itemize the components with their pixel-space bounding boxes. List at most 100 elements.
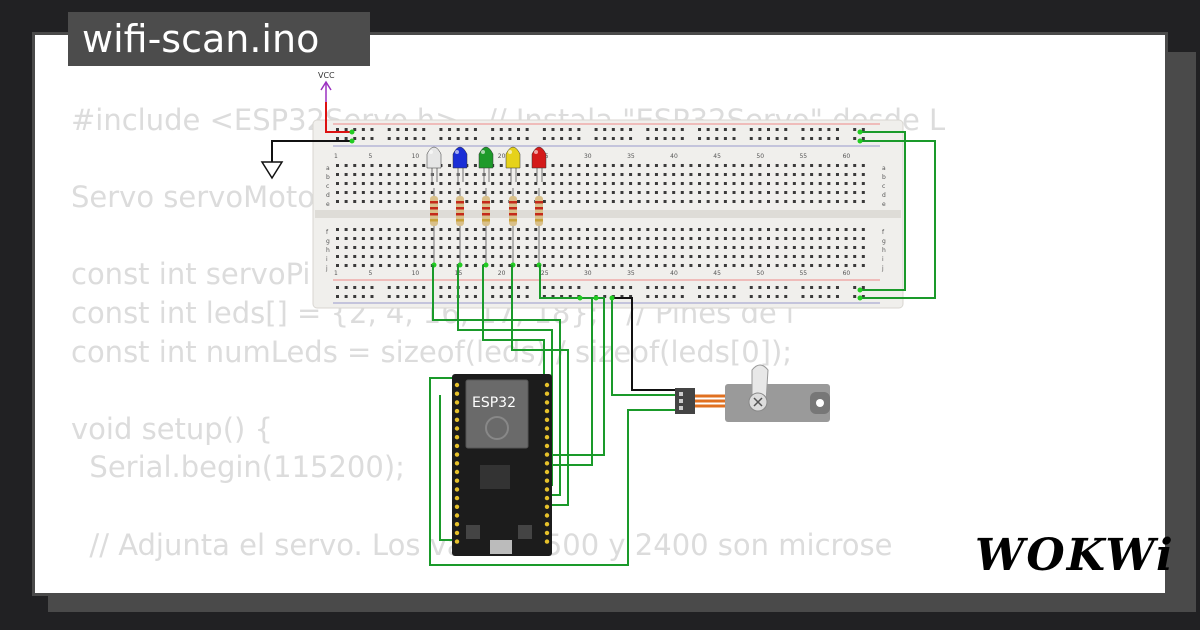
hole — [439, 173, 443, 176]
hole — [767, 286, 770, 289]
hole — [732, 295, 736, 298]
hole — [646, 200, 650, 203]
hole — [698, 228, 702, 231]
row-letter: f — [326, 229, 329, 236]
hole — [594, 200, 598, 203]
hole — [413, 295, 417, 298]
esp32-pin — [454, 426, 460, 431]
hole — [680, 255, 684, 258]
hole — [775, 286, 779, 289]
hole — [784, 286, 788, 289]
hole — [672, 228, 676, 231]
hole — [551, 200, 555, 203]
hole — [499, 295, 503, 298]
esp32-pin — [454, 435, 460, 440]
hole — [663, 246, 667, 249]
hole — [810, 237, 814, 240]
hole — [818, 128, 822, 131]
esp32-pin — [544, 469, 550, 475]
hole — [379, 182, 383, 185]
hole — [353, 246, 357, 249]
hole — [577, 128, 581, 131]
column-number: 40 — [670, 153, 678, 160]
hole — [827, 246, 831, 249]
hole — [568, 128, 572, 131]
hole — [827, 164, 831, 167]
hole — [568, 228, 572, 231]
row-letter: h — [326, 247, 330, 254]
hole — [844, 255, 848, 258]
hole — [568, 191, 572, 194]
resistor-band — [482, 201, 490, 204]
hole — [611, 182, 615, 185]
hole — [577, 246, 581, 249]
hole — [422, 228, 426, 231]
vcc-terminal: VCC — [318, 71, 352, 133]
hole — [706, 228, 710, 231]
hole — [749, 128, 753, 131]
hole — [361, 255, 365, 258]
hole — [767, 200, 770, 203]
hole — [732, 264, 736, 267]
hole — [715, 191, 719, 194]
hole — [422, 295, 426, 298]
hole — [680, 228, 684, 231]
wire-endpoint — [857, 287, 863, 293]
hole — [698, 237, 702, 240]
resistor-band — [509, 219, 517, 222]
hole — [603, 255, 607, 258]
hole — [422, 137, 426, 140]
hole — [370, 246, 374, 249]
esp32-pin — [454, 522, 460, 527]
hole — [801, 237, 805, 240]
hole — [465, 286, 469, 289]
hole — [853, 246, 857, 249]
breadboard-holes — [336, 128, 865, 298]
hole — [611, 137, 615, 140]
hole — [534, 182, 538, 185]
hole — [654, 128, 658, 131]
hole — [448, 228, 452, 231]
column-number: 30 — [584, 153, 592, 160]
hole — [577, 200, 581, 203]
esp32-pin — [454, 504, 460, 509]
hole — [542, 246, 546, 249]
hole — [508, 295, 512, 298]
hole — [439, 237, 443, 240]
hole — [456, 128, 460, 131]
hole — [568, 164, 572, 167]
column-number: 45 — [713, 153, 721, 160]
hole — [611, 164, 615, 167]
hole — [689, 246, 693, 249]
hole — [680, 173, 684, 176]
esp32-pin — [544, 426, 550, 431]
hole — [715, 228, 719, 231]
hole — [732, 246, 736, 249]
column-number: 20 — [498, 270, 506, 277]
hole — [387, 164, 391, 167]
hole — [379, 200, 383, 203]
hole — [620, 255, 624, 258]
hole — [792, 200, 796, 203]
hole — [706, 182, 710, 185]
hole — [430, 228, 434, 231]
hole — [620, 128, 624, 131]
code-line: // Adjunta el servo. Los valores 500 y 2… — [89, 527, 893, 562]
hole — [353, 128, 357, 131]
hole — [448, 128, 452, 131]
hole — [361, 164, 365, 167]
hole — [680, 191, 684, 194]
hole — [353, 295, 357, 298]
hole — [439, 191, 443, 194]
hole — [853, 200, 857, 203]
hole — [491, 286, 495, 289]
hole — [534, 191, 538, 194]
hole — [749, 173, 753, 176]
hole — [491, 295, 495, 298]
hole — [336, 228, 339, 231]
hole — [663, 295, 667, 298]
hole — [594, 237, 598, 240]
hole — [827, 228, 831, 231]
hole — [344, 191, 348, 194]
hole — [336, 237, 339, 240]
